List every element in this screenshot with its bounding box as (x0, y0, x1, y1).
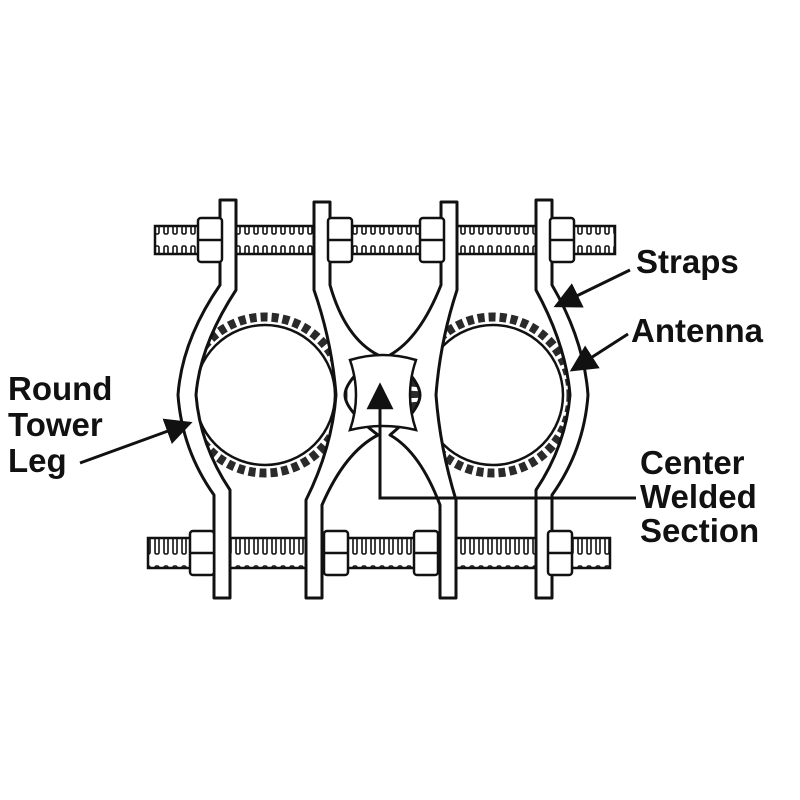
label-center-welded-section-line-3: Section (640, 512, 759, 549)
label-straps: Straps (636, 243, 739, 280)
nut (188, 529, 574, 577)
strap-inner-left (304, 200, 380, 600)
center-welded-section (348, 353, 418, 432)
leader-straps (553, 268, 631, 308)
label-round-tower-leg-line-3: Leg (8, 442, 67, 479)
label-round-tower-leg-line-2: Tower (8, 406, 103, 443)
label-center-welded-section-line-1: Center (640, 444, 745, 481)
strap-outer-left (176, 198, 238, 600)
label-antenna: Antenna (631, 312, 764, 349)
leader-round-tower-leg (79, 418, 193, 465)
label-round-tower-leg-line-1: Round (8, 370, 112, 407)
nut (196, 216, 576, 264)
label-center-welded-section-line-2: Welded (640, 478, 757, 515)
leader-antenna (569, 332, 629, 372)
leader-center-welded-section (366, 382, 636, 500)
